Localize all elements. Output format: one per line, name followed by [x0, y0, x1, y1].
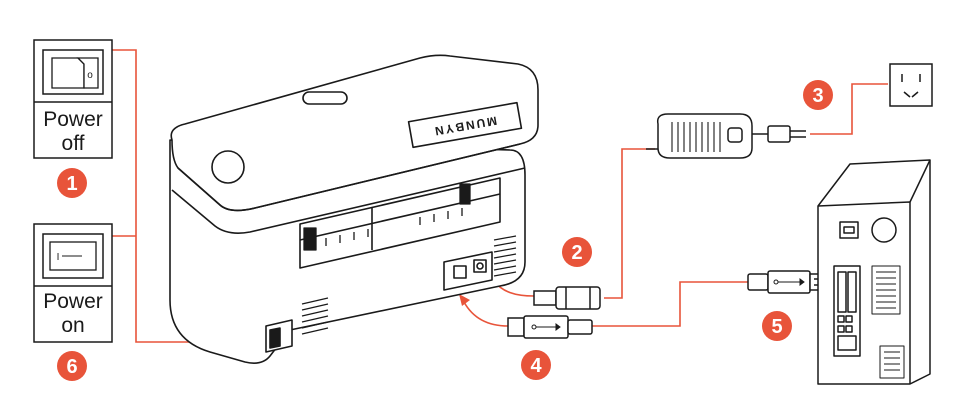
power-off-label-line1: Power — [43, 108, 103, 131]
ports-panel — [443, 251, 493, 291]
computer-tower-icon — [817, 159, 931, 385]
power-adapter-icon — [646, 113, 806, 159]
step-badge-3: 3 — [803, 80, 833, 110]
slot-guides — [303, 183, 471, 251]
usb-cable-line — [592, 281, 748, 327]
usb-a-plug-icon — [747, 270, 829, 294]
feed-button-icon — [211, 150, 245, 184]
off-symbol: o — [87, 70, 93, 81]
power-on-label-line1: Power — [43, 290, 103, 313]
power-off-panel: o Power off — [33, 39, 113, 159]
step-badge-1: 1 — [57, 168, 87, 198]
step-badges: 1 2 3 4 5 6 — [57, 80, 833, 381]
label-feed-slot — [299, 177, 501, 269]
usb-b-plug-icon — [507, 315, 593, 339]
step-badge-2: 2 — [562, 237, 592, 267]
usb-icon — [531, 323, 561, 331]
step-badge-6: 6 — [57, 351, 87, 381]
tower-vent-bottom — [879, 345, 905, 379]
power-off-label-line2: off — [62, 132, 85, 155]
brand-badge: MUNBYN — [407, 101, 523, 149]
power-on-label-line2: on — [61, 314, 84, 337]
step-number-6: 6 — [66, 356, 77, 378]
power-outlet-icon — [889, 63, 933, 107]
step-badge-5: 5 — [762, 311, 792, 341]
step-badge-4: 4 — [521, 350, 551, 380]
lid-edge — [177, 143, 521, 212]
vent-grille — [493, 235, 517, 277]
power-button-icon — [871, 217, 897, 243]
usb-icon — [773, 278, 805, 286]
usb-arrow — [463, 301, 509, 327]
step-number-5: 5 — [771, 316, 782, 338]
step-number-3: 3 — [812, 85, 823, 107]
rocker-switch-off-icon: o — [42, 49, 104, 95]
on-symbol: I — [57, 252, 60, 263]
printer-power-switch — [265, 319, 293, 353]
ac-cable-line — [810, 83, 888, 135]
step-number-4: 4 — [530, 355, 542, 377]
label-printer-icon: MUNBYN — [169, 54, 539, 364]
dc-cable-line — [604, 148, 655, 299]
usb-b-port-icon — [453, 265, 467, 279]
side-vent-grille — [301, 297, 329, 335]
rocker-switch-on-icon: I — [42, 233, 104, 279]
lid-handle — [302, 91, 348, 105]
dc-plug-icon — [533, 286, 601, 310]
usb-arrow-head — [459, 294, 470, 306]
step-number-2: 2 — [571, 242, 582, 264]
step-number-1: 1 — [66, 173, 77, 195]
lid-lower-edge — [171, 167, 526, 234]
tower-vent-top — [871, 265, 901, 315]
power-on-panel: I Power on — [33, 223, 113, 343]
